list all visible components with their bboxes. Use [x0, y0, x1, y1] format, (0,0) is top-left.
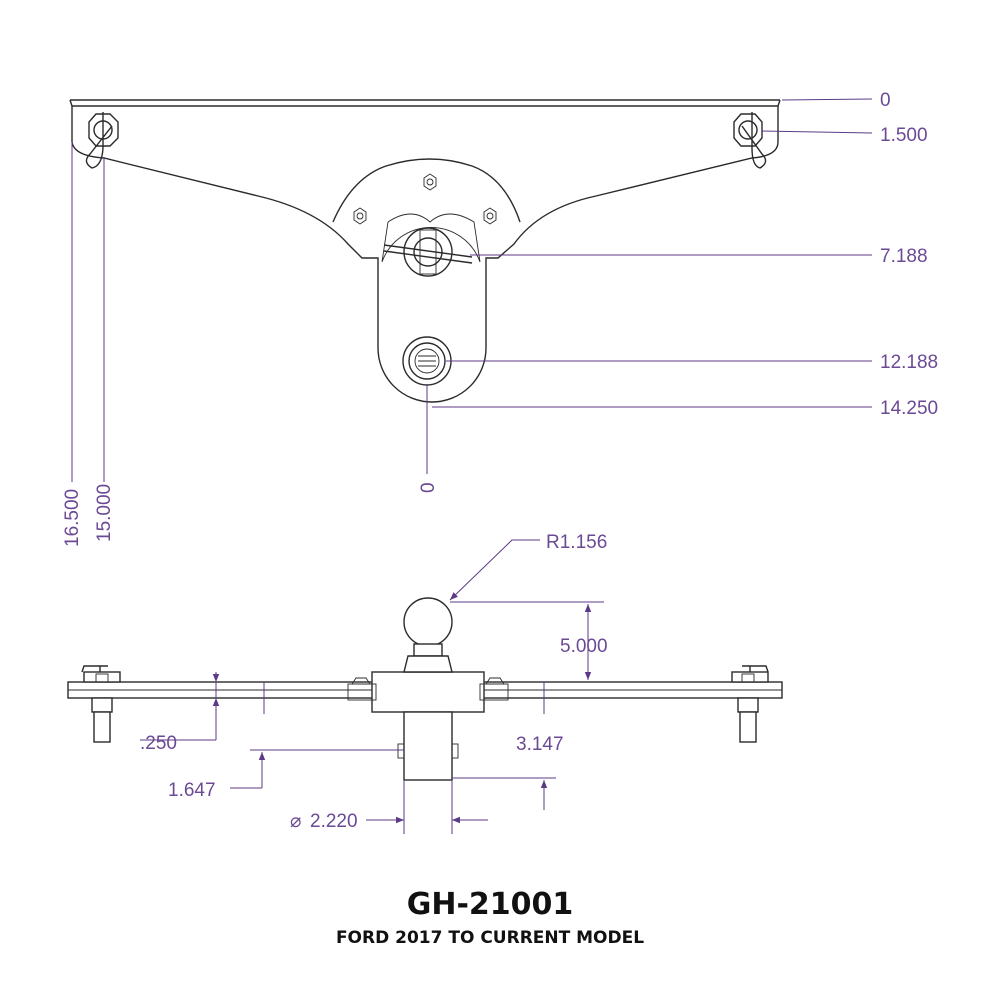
dim-7188: 7.188 [880, 246, 928, 267]
dim-0-bottom: 0 [418, 482, 439, 493]
dim-16500: 16.500 [62, 489, 83, 547]
right-mount [731, 665, 769, 743]
dim-14250: 14.250 [880, 398, 938, 419]
model-description: FORD 2017 TO CURRENT MODEL [336, 928, 644, 948]
bolt-group [353, 173, 497, 225]
dim-plate-thickness: .250 [140, 733, 177, 754]
diameter-icon: ⌀ [290, 811, 301, 832]
top-rail [69, 99, 781, 107]
dim-12188: 12.188 [880, 352, 938, 373]
hitch-ball [403, 597, 453, 673]
center-housing [347, 671, 509, 713]
side-view: R1.156 5.000 .250 3.147 1.647 ⌀ 2.220 [67, 532, 783, 834]
bracket-outline [71, 106, 779, 403]
pivot-plate [332, 158, 521, 223]
top-view: 0 1.500 7.188 12.188 14.250 16.500 15.00… [62, 90, 938, 547]
top-view-dimension-lines [71, 98, 873, 482]
dim-ball-height: 5.000 [560, 636, 608, 657]
left-pin-clip [85, 112, 119, 169]
part-number: GH-21001 [407, 887, 574, 922]
dim-radius: R1.156 [546, 532, 607, 553]
ball-top [402, 336, 452, 386]
shank [397, 711, 459, 781]
dim-15000: 15.000 [94, 484, 115, 542]
dim-shank-diameter: 2.220 [310, 811, 358, 832]
side-view-dimension-lines [140, 539, 604, 834]
pivot-pin [383, 227, 473, 277]
left-mount [81, 665, 121, 743]
dim-0-top: 0 [880, 90, 891, 111]
title-block: GH-21001 FORD 2017 TO CURRENT MODEL [336, 887, 644, 948]
dim-shank-depth: 1.647 [168, 780, 216, 801]
dim-1500: 1.500 [880, 125, 928, 146]
pivot-slot [381, 213, 481, 263]
right-pin-clip [733, 112, 767, 169]
dim-shank-offset: 3.147 [516, 734, 564, 755]
